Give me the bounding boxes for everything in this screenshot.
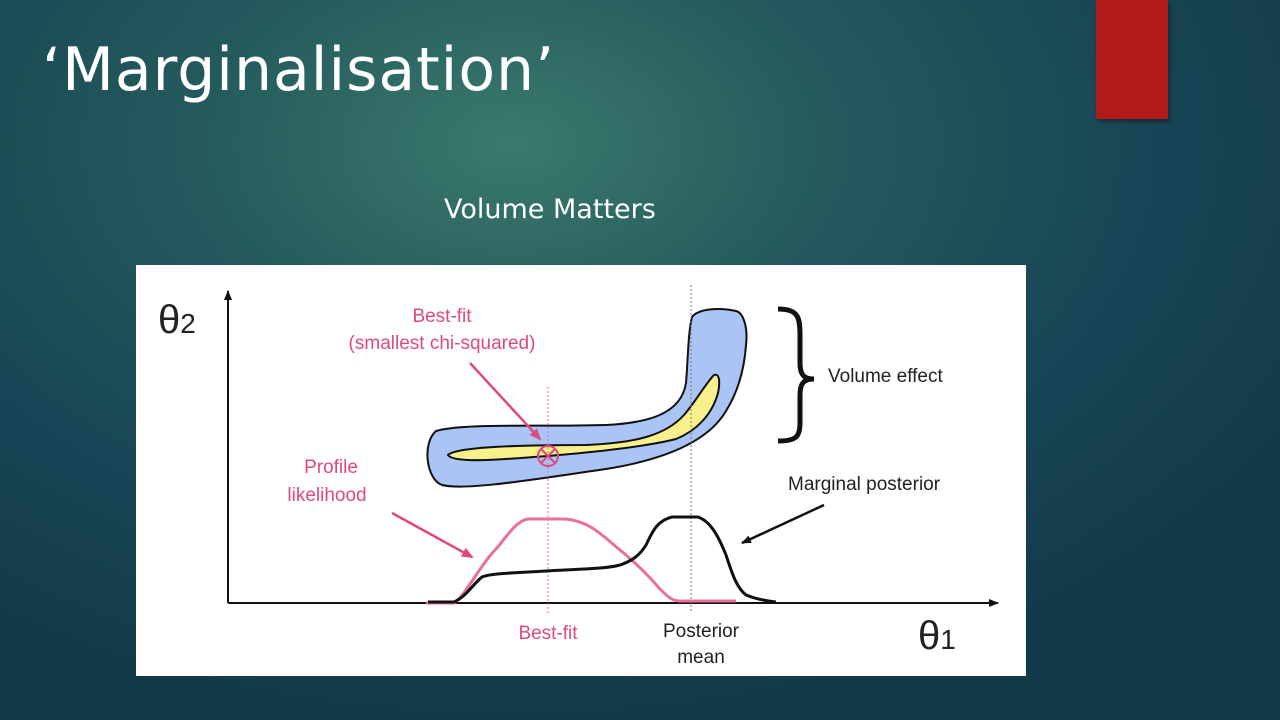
accent-block [1096, 0, 1168, 119]
best-fit-annotation: Best-fit [412, 306, 472, 327]
volume-effect-brace [777, 306, 815, 444]
slide-subtitle: Volume Matters [444, 194, 656, 225]
profile-likelihood-curve [426, 517, 736, 605]
best-fit-marker-cross-b [540, 448, 556, 464]
best-fit-arrow [469, 362, 542, 441]
y-axis-label: θ2 [158, 298, 196, 342]
profile-likelihood-label: Profile [304, 457, 358, 478]
marginal-posterior-curve [428, 515, 777, 604]
profile-likelihood-label-line2: likelihood [287, 485, 366, 506]
best-fit-annotation-detail: (smallest chi-squared) [349, 333, 536, 354]
marginal-posterior-label: Marginal posterior [788, 474, 941, 495]
best-fit-marker [537, 445, 559, 467]
posterior-mean-tick-label: Posterior [663, 621, 740, 642]
figure-canvas: θ2 θ1 Best-fit (smallest chi-squared) Vo… [158, 285, 999, 668]
volume-effect-label: Volume effect [828, 366, 944, 387]
inner-confidence-region [446, 373, 721, 462]
best-fit-tick-label: Best-fit [518, 623, 578, 644]
marginalisation-figure: θ2 θ1 Best-fit (smallest chi-squared) Vo… [136, 265, 1026, 676]
posterior-mean-tick-label-line2: mean [677, 647, 725, 668]
marginal-posterior-arrow [741, 503, 825, 545]
slide-title: ‘Marginalisation’ [42, 35, 556, 105]
outer-region-band [426, 308, 748, 488]
x-axis-label: θ1 [918, 614, 956, 658]
profile-likelihood-arrow [391, 511, 474, 559]
